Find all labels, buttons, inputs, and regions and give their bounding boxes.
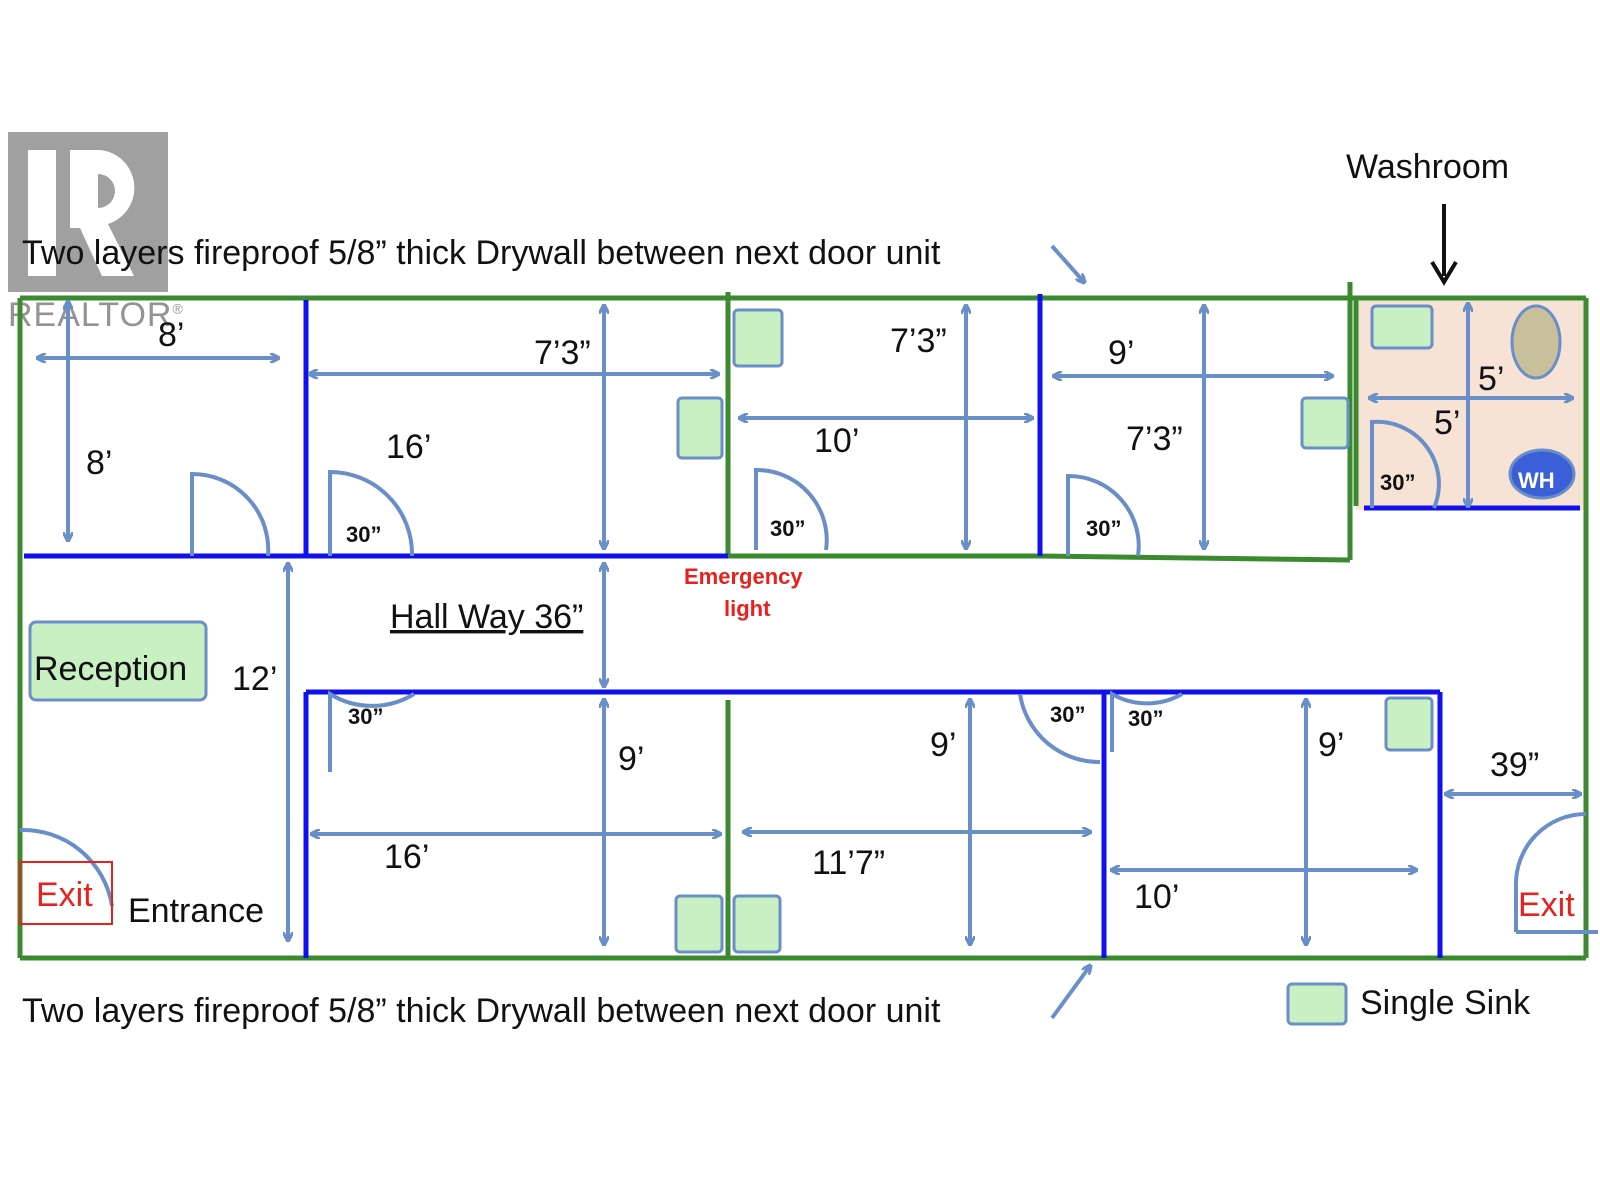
sink-icon	[1384, 696, 1434, 752]
realtor-watermark: REALTOR®	[8, 296, 184, 335]
right-gap-width: 39”	[1490, 746, 1539, 784]
exit-left-box	[19, 861, 113, 925]
sink-icon	[676, 396, 724, 460]
sink-icon	[674, 894, 724, 954]
room7-height: 9’	[1318, 726, 1344, 764]
room6-width: 11’7”	[812, 844, 885, 882]
room5-width: 16’	[384, 838, 429, 876]
exit-right-label: Exit	[1518, 886, 1575, 924]
note-pointers	[1050, 244, 1090, 1020]
legend-sink-icon	[1286, 982, 1348, 1026]
room1-height: 8’	[86, 444, 112, 482]
partitions	[24, 294, 1580, 958]
room3-height: 7’3”	[890, 322, 947, 360]
sinks	[674, 304, 1434, 1026]
outer-walls	[17, 282, 1589, 961]
hallway-label: Hall Way 36”	[390, 598, 583, 636]
realtor-r-mark-icon	[28, 150, 135, 276]
top-drywall-note: Two layers fireproof 5/8” thick Drywall …	[22, 234, 941, 272]
legend-sink-label: Single Sink	[1360, 984, 1531, 1022]
door1-size: 30”	[346, 522, 381, 547]
washroom-pointer-arrow-icon	[1430, 204, 1458, 286]
reception-label: Reception	[34, 650, 187, 688]
door-swings	[19, 419, 1598, 934]
registered-mark: ®	[172, 300, 184, 317]
room5-height: 9’	[618, 740, 644, 778]
room4-width: 9’	[1108, 334, 1134, 372]
water-heater-label: WH	[1518, 468, 1555, 493]
sink-icon	[732, 308, 784, 368]
emergency-light-label-1: Emergency	[684, 564, 803, 589]
realtor-logo	[8, 132, 168, 292]
room6-height: 9’	[930, 726, 956, 764]
entrance-label: Entrance	[128, 892, 264, 930]
door5-size: 30”	[348, 704, 383, 729]
room3-width: 10’	[814, 422, 859, 460]
room7-width: 10’	[1134, 878, 1179, 916]
washroom-width: 5’	[1478, 360, 1504, 398]
realtor-word: REALTOR	[8, 296, 173, 334]
door6-size: 30”	[1050, 702, 1085, 727]
hall-height: 12’	[232, 660, 277, 698]
room1-width: 8’	[158, 316, 184, 354]
washroom-label: Washroom	[1346, 148, 1509, 186]
door3-size: 30”	[1086, 516, 1121, 541]
emergency-light-label-2: light	[724, 596, 771, 621]
sink-icon	[1370, 304, 1434, 350]
door4-size: 30”	[1380, 470, 1415, 495]
sink-icon	[1300, 396, 1350, 450]
sink-icon	[732, 894, 782, 954]
door2-size: 30”	[770, 516, 805, 541]
dimension-arrows	[38, 302, 1580, 944]
reception-box	[28, 620, 208, 702]
washroom-height: 5’	[1434, 404, 1460, 442]
exit-left-label: Exit	[36, 876, 93, 914]
water-heater-icon	[1508, 448, 1576, 500]
toilet-icon	[1510, 304, 1562, 380]
bottom-drywall-note: Two layers fireproof 5/8” thick Drywall …	[22, 992, 941, 1030]
room2-width: 7’3”	[534, 334, 591, 372]
door7-size: 30”	[1128, 706, 1163, 731]
room2-height: 16’	[386, 428, 431, 466]
room4-height: 7’3”	[1126, 420, 1183, 458]
